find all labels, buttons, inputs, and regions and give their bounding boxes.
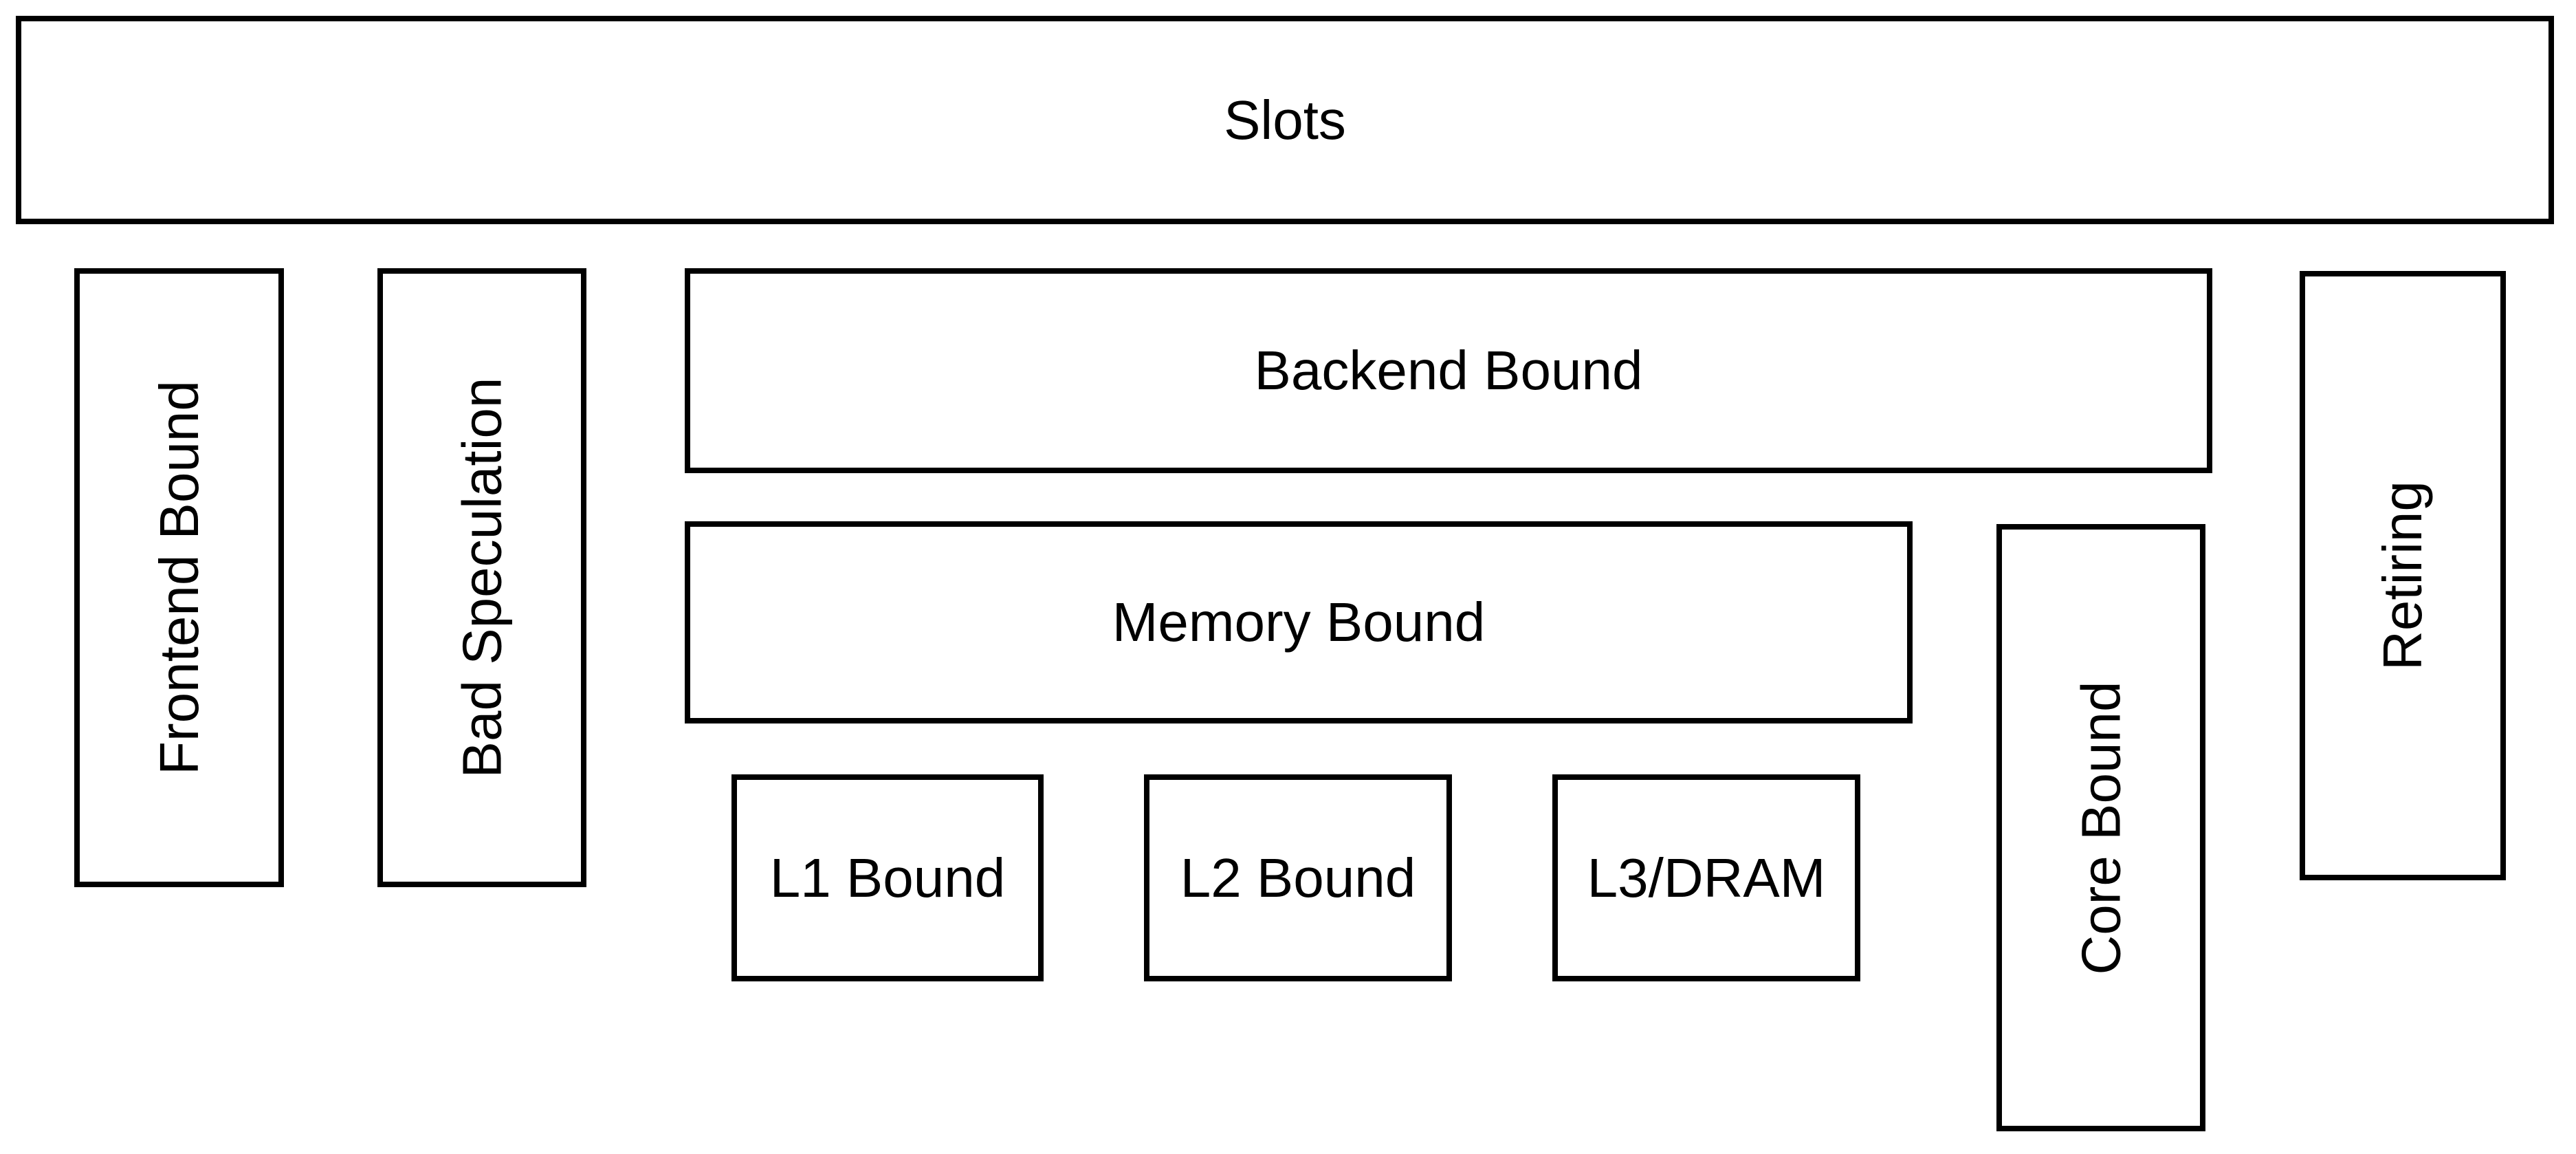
node-memory-bound: Memory Bound [685, 521, 1913, 723]
node-label-slots: Slots [1224, 89, 1346, 151]
node-l1-bound: L1 Bound [731, 774, 1044, 981]
node-label-l2-bound: L2 Bound [1180, 847, 1416, 908]
node-label-frontend-bound: Frontend Bound [148, 380, 210, 775]
node-retiring: Retiring [2300, 271, 2506, 880]
node-label-l1-bound: L1 Bound [769, 847, 1006, 908]
node-label-l3-dram: L3/DRAM [1587, 847, 1826, 908]
node-l3-dram: L3/DRAM [1552, 774, 1860, 981]
node-label-retiring: Retiring [2371, 481, 2433, 671]
node-label-core-bound: Core Bound [2070, 681, 2132, 975]
node-backend-bound: Backend Bound [685, 268, 2212, 473]
node-core-bound: Core Bound [1996, 524, 2205, 1131]
node-slots: Slots [16, 16, 2554, 224]
node-bad-speculation: Bad Speculation [377, 268, 586, 887]
node-l2-bound: L2 Bound [1144, 774, 1452, 981]
node-label-bad-speculation: Bad Speculation [451, 377, 512, 779]
node-label-backend-bound: Backend Bound [1254, 340, 1643, 401]
node-label-memory-bound: Memory Bound [1112, 591, 1486, 653]
node-frontend-bound: Frontend Bound [74, 268, 284, 887]
